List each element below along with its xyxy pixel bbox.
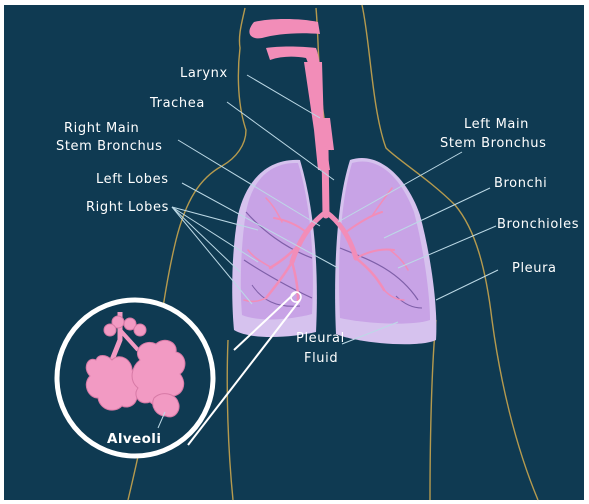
label-trachea: Trachea xyxy=(149,96,205,111)
label-larynx: Larynx xyxy=(180,66,228,81)
label-left-main-stem-bronchus-line2: Stem Bronchus xyxy=(440,136,547,151)
label-bronchi: Bronchi xyxy=(494,176,547,191)
label-left-main-stem-bronchus-line1: Left Main xyxy=(464,117,529,132)
label-right-main-stem-bronchus-line2: Stem Bronchus xyxy=(56,139,163,154)
label-alveoli: Alveoli xyxy=(107,431,161,447)
label-bronchioles: Bronchioles xyxy=(497,217,579,232)
label-pleura: Pleura xyxy=(512,261,557,276)
label-right-main-stem-bronchus-line1: Right Main xyxy=(64,121,139,136)
label-pleural-fluid-line2: Fluid xyxy=(304,351,338,366)
label-left-lobes: Left Lobes xyxy=(96,172,169,187)
label-right-lobes: Right Lobes xyxy=(86,200,169,215)
label-pleural-fluid-line1: Pleural xyxy=(296,331,345,346)
